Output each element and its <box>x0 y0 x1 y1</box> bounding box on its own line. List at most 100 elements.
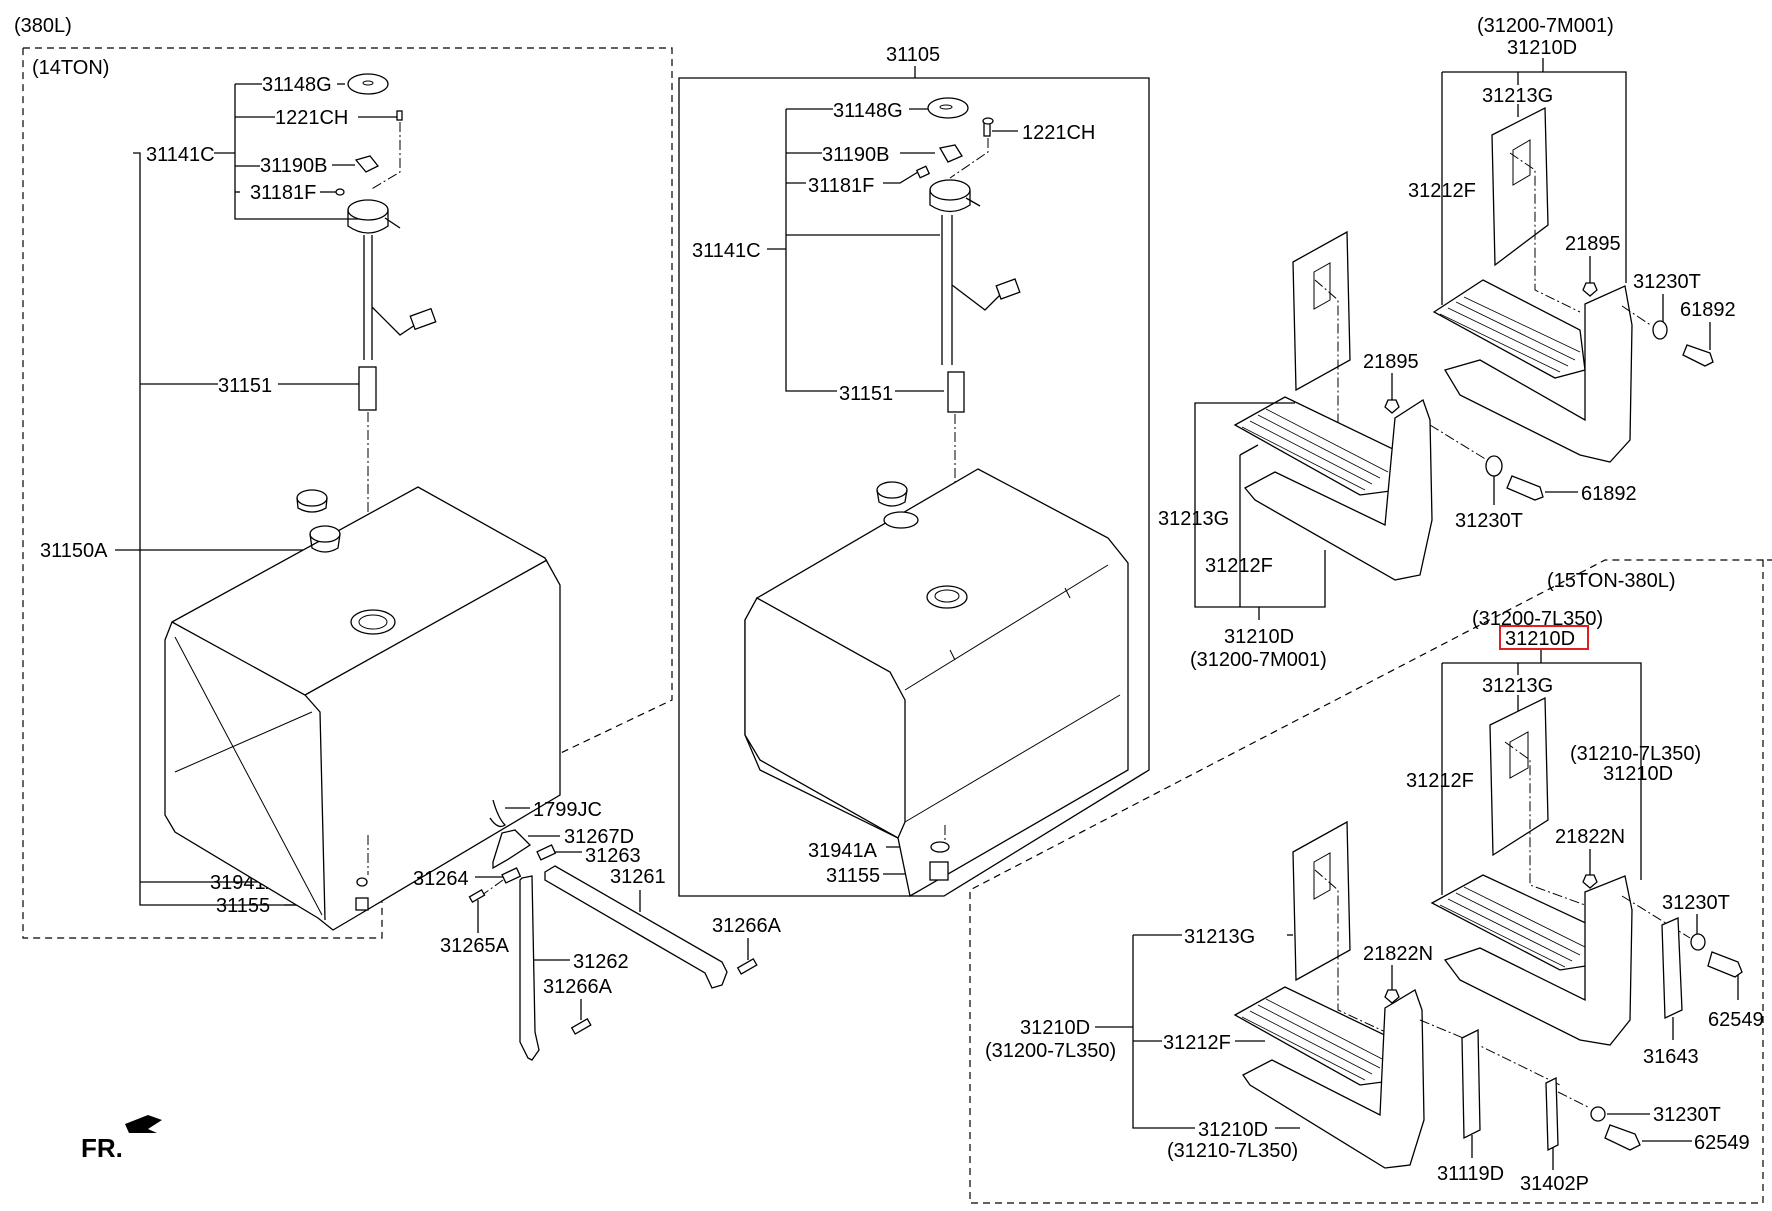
label-21895[interactable]: 21895 <box>1565 233 1621 255</box>
label-31210D-highlighted[interactable]: 31210D <box>1505 628 1575 650</box>
label-1221CH[interactable]: 1221CH <box>1022 122 1095 144</box>
label-bottom-31210D[interactable]: 31210D <box>1198 1119 1268 1141</box>
label-31119D[interactable]: 31119D <box>1437 1163 1504 1185</box>
center-tank-assembly: 31105 31148G 1221CH 31190B 31181F 31141C… <box>678 44 1150 898</box>
step-plate-icon <box>1292 230 1351 392</box>
label-31230T[interactable]: 31230T <box>1633 271 1701 293</box>
label-21822N[interactable]: 21822N <box>1555 826 1625 848</box>
label-31213G[interactable]: 31213G <box>1482 85 1553 107</box>
label-code[interactable]: (31200-7L350) <box>1472 608 1603 630</box>
label-31155[interactable]: 31155 <box>216 895 270 917</box>
bolt-icon <box>1707 951 1743 978</box>
label-62549[interactable]: 62549 <box>1694 1132 1750 1154</box>
label-31141C[interactable]: 31141C <box>146 144 215 166</box>
label-31643[interactable]: 31643 <box>1643 1046 1699 1068</box>
label-31263[interactable]: 31263 <box>585 845 641 867</box>
label-31105[interactable]: 31105 <box>886 44 940 66</box>
strap-31262-icon <box>519 875 540 1061</box>
screw-icon <box>396 110 403 121</box>
label-31213G[interactable]: 31213G <box>1184 926 1255 948</box>
connector-icon <box>354 155 380 173</box>
label-31151[interactable]: 31151 <box>218 375 272 397</box>
label-code[interactable]: (31200-7M001) <box>1477 15 1614 37</box>
float-icon <box>409 307 437 331</box>
label-31212F[interactable]: 31212F <box>1205 555 1273 577</box>
label-31148G[interactable]: 31148G <box>833 100 903 122</box>
region-15ton-border <box>969 559 1772 1204</box>
label-31148G[interactable]: 31148G <box>262 74 332 96</box>
label-31265A[interactable]: 31265A <box>440 935 510 957</box>
group-label-14ton: (14TON) <box>32 57 109 79</box>
nut-icon <box>1582 874 1598 889</box>
strap-31261-icon <box>544 865 728 989</box>
label-code[interactable]: (31200-7M001) <box>1190 649 1327 671</box>
pin-icon <box>736 958 758 975</box>
step-frame-icon <box>1243 399 1433 581</box>
label-sub-code[interactable]: (31210-7L350) <box>1570 743 1701 765</box>
label-31267D[interactable]: 31267D <box>564 826 634 848</box>
label-31151[interactable]: 31151 <box>839 383 893 405</box>
bolt-icon <box>1506 475 1544 501</box>
label-21822N[interactable]: 21822N <box>1363 943 1433 965</box>
label-31402P[interactable]: 31402P <box>1520 1173 1589 1195</box>
label-31230T[interactable]: 31230T <box>1662 892 1730 914</box>
label-31212F[interactable]: 31212F <box>1163 1032 1231 1054</box>
label-bottom-code[interactable]: (31210-7L350) <box>1167 1140 1298 1162</box>
plate-31402P-icon <box>1545 1076 1559 1152</box>
label-sub-31210D[interactable]: 31210D <box>1603 763 1673 785</box>
step-frame-icon <box>1242 989 1425 1169</box>
washer-icon <box>1690 933 1706 951</box>
fuel-sender-icon <box>347 199 389 221</box>
label-1799JC[interactable]: 1799JC <box>533 799 602 821</box>
step-assembly-15ton-right: (31200-7L350) 31210D 31213G 31212F (3121… <box>1406 608 1764 1068</box>
label-31190B[interactable]: 31190B <box>260 155 327 177</box>
step-plate-icon <box>1491 106 1549 267</box>
label-21895[interactable]: 21895 <box>1363 351 1419 373</box>
cover-plate-icon <box>927 97 969 119</box>
cover-plate-icon <box>347 73 389 95</box>
label-31190B[interactable]: 31190B <box>822 144 889 166</box>
label-1221CH[interactable]: 1221CH <box>275 107 348 129</box>
label-61892[interactable]: 61892 <box>1680 299 1736 321</box>
label-31941A[interactable]: 31941A <box>808 840 878 862</box>
bracket-plate-icon <box>492 829 532 870</box>
label-31210D[interactable]: 31210D <box>1224 626 1294 648</box>
front-label: FR. <box>81 1133 123 1163</box>
label-31213G[interactable]: 31213G <box>1482 675 1553 697</box>
label-code[interactable]: (31200-7L350) <box>985 1040 1116 1062</box>
label-31264[interactable]: 31264 <box>413 868 469 890</box>
group-label-380l: (380L) <box>14 15 72 37</box>
left-tank-assembly: 31148G 1221CH 31141C 31190B 31181F 31151… <box>40 73 561 931</box>
label-31181F[interactable]: 31181F <box>250 182 316 204</box>
label-31262[interactable]: 31262 <box>573 951 629 973</box>
label-31210D[interactable]: 31210D <box>1020 1017 1090 1039</box>
washer-icon <box>1485 455 1503 477</box>
label-31261[interactable]: 31261 <box>610 866 666 888</box>
step-tread-icon <box>1432 279 1586 379</box>
label-31155[interactable]: 31155 <box>826 865 880 887</box>
label-31181F[interactable]: 31181F <box>808 175 874 197</box>
connector-icon <box>938 144 963 163</box>
label-31150A[interactable]: 31150A <box>40 540 108 562</box>
label-31141C[interactable]: 31141C <box>692 240 761 262</box>
plate-31643-icon <box>1661 917 1683 1020</box>
washer-icon <box>1590 1106 1606 1122</box>
label-31212F[interactable]: 31212F <box>1406 770 1474 792</box>
label-31213G[interactable]: 31213G <box>1158 508 1229 530</box>
fuel-sender-icon <box>929 179 971 201</box>
label-31230T[interactable]: 31230T <box>1653 1104 1721 1126</box>
plate-31119D-icon <box>1461 1028 1481 1140</box>
label-62549[interactable]: 62549 <box>1708 1009 1764 1031</box>
bracket-assembly: 1799JC 31267D 31263 31264 31265A 31261 3… <box>413 799 782 1061</box>
step-assembly-15ton-left: 31213G 31210D (31200-7L350) 31212F 31210… <box>985 820 1750 1195</box>
label-31266A-2[interactable]: 31266A <box>712 915 782 937</box>
front-direction-indicator: FR. <box>81 1115 162 1163</box>
label-31230T[interactable]: 31230T <box>1455 510 1523 532</box>
fuel-tank-center-icon <box>744 468 1129 898</box>
label-31266A[interactable]: 31266A <box>543 976 613 998</box>
step-frame-icon <box>1444 285 1633 463</box>
label-31210D[interactable]: 31210D <box>1507 37 1577 59</box>
label-61892[interactable]: 61892 <box>1581 483 1637 505</box>
label-31212F[interactable]: 31212F <box>1408 180 1476 202</box>
fuel-tank-left-icon <box>164 486 561 931</box>
